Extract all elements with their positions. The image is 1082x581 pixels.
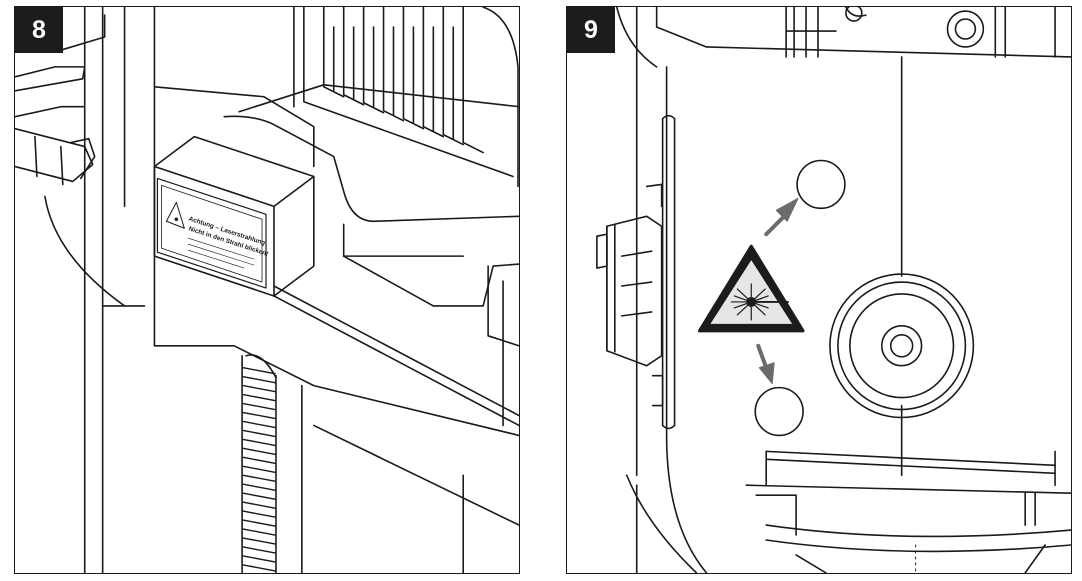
spindle-thread [242, 555, 276, 563]
spindle-thread [242, 465, 276, 473]
spindle-thread [242, 474, 276, 482]
laser-hazard-triangle-icon [165, 201, 185, 229]
spindle-thread [242, 528, 276, 536]
step-8-illustration: Achtung – Laserstrahlung Nicht in den St… [15, 7, 519, 573]
upper-sensor-hole [796, 159, 846, 210]
spindle-thread [242, 519, 276, 527]
lower-frame [301, 384, 519, 573]
circular-port [829, 273, 975, 419]
spindle-thread [242, 366, 276, 375]
side-connector [596, 183, 664, 407]
spindle-thread [242, 564, 276, 572]
top-mechanism [655, 7, 1071, 58]
step-9-panel: 9 [566, 6, 1072, 574]
spindle-thread [242, 438, 276, 447]
spindle-thread [242, 456, 276, 465]
laser-module-box [153, 135, 315, 297]
lower-sensor-hole [754, 386, 804, 437]
spindle-thread [242, 537, 276, 545]
step-number-badge: 8 [15, 7, 63, 53]
step-8-panel: Achtung – Laserstrahlung Nicht in den St… [14, 6, 520, 574]
laser-warning-label: Achtung – Laserstrahlung Nicht in den St… [156, 177, 269, 289]
step-number-badge: 9 [567, 7, 615, 53]
vent-grille [303, 7, 519, 188]
spindle-thread [242, 420, 276, 429]
arrow-icon [764, 197, 799, 237]
step-9-illustration [596, 7, 1071, 573]
spindle-thread [242, 492, 276, 500]
spindle-thread [242, 447, 276, 456]
spindle-thread [242, 384, 276, 393]
left-tube-assembly [15, 7, 126, 307]
vertical-column [83, 7, 146, 573]
threaded-spindle [241, 354, 277, 573]
spindle-thread [242, 375, 276, 384]
laser-hazard-triangle-icon [697, 244, 805, 333]
bottom-compartment [745, 450, 1071, 573]
spindle-thread [242, 483, 276, 491]
spindle-thread [242, 411, 276, 420]
spindle-thread [242, 393, 276, 402]
arrow-icon [756, 343, 775, 385]
spindle-thread [242, 546, 276, 554]
spindle-thread [242, 429, 276, 438]
spindle-thread [242, 402, 276, 411]
left-housing-edge [616, 7, 708, 573]
spindle-thread [242, 510, 276, 518]
spindle-thread [242, 501, 276, 509]
